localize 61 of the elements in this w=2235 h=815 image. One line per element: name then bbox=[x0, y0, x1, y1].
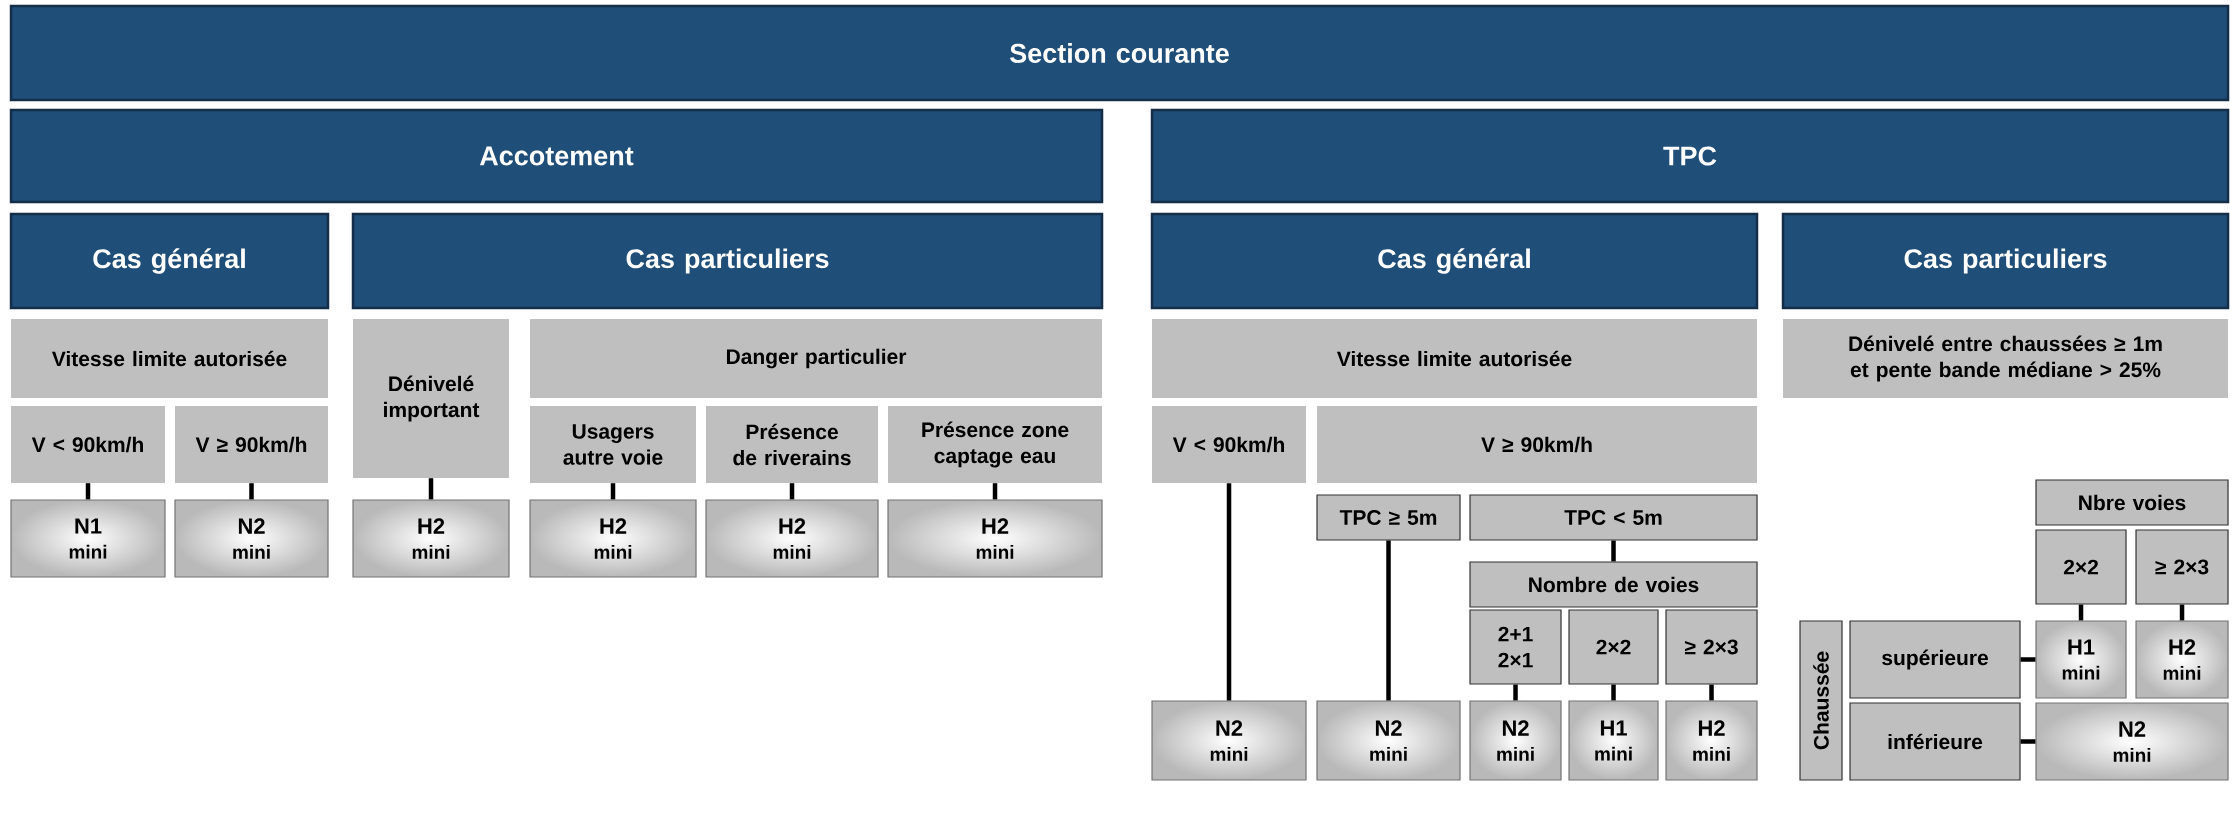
header-bar: Cas particuliers bbox=[1781, 212, 2230, 310]
connector-line bbox=[1611, 684, 1616, 701]
result-box: N2 mini bbox=[1151, 700, 1307, 781]
result-box: N1 mini bbox=[10, 499, 166, 578]
result-box: H2 mini bbox=[2135, 620, 2229, 699]
category-box: Danger particulier bbox=[530, 319, 1102, 398]
category-box: Usagers autre voie bbox=[530, 406, 696, 483]
connector-line bbox=[2020, 657, 2036, 662]
category-box: Nbre voies bbox=[2035, 479, 2229, 526]
connector-line bbox=[2078, 604, 2084, 621]
result-box: H1 mini bbox=[1568, 700, 1659, 781]
category-box: Présence zone captage eau bbox=[888, 406, 1102, 483]
category-box: TPC ≥ 5m bbox=[1316, 494, 1461, 541]
category-box: Vitesse limite autorisée bbox=[1152, 319, 1757, 398]
category-box: Vitesse limite autorisée bbox=[11, 319, 328, 398]
category-box: supérieure bbox=[1849, 620, 2021, 699]
header-bar: Section courante bbox=[9, 4, 2230, 102]
connector-line bbox=[85, 483, 91, 500]
header-bar: TPC bbox=[1150, 108, 2230, 204]
category-box: V ≥ 90km/h bbox=[1317, 406, 1757, 483]
category-box: Nombre de voies bbox=[1469, 561, 1758, 608]
result-box: N2 mini bbox=[174, 499, 329, 578]
category-box: TPC < 5m bbox=[1469, 494, 1758, 541]
category-box: ≥ 2×3 bbox=[2135, 529, 2229, 605]
result-box: H2 mini bbox=[352, 499, 510, 578]
category-box: Dénivelé important bbox=[353, 319, 509, 478]
result-box: N2 mini bbox=[1469, 700, 1562, 781]
result-box: N2 mini bbox=[1316, 700, 1461, 781]
connector-line bbox=[1386, 540, 1391, 701]
result-box: H2 mini bbox=[1665, 700, 1758, 781]
result-box: N2 mini bbox=[2035, 702, 2229, 781]
result-box: H2 mini bbox=[529, 499, 697, 578]
category-box: inférieure bbox=[1849, 702, 2021, 781]
connector-line bbox=[1513, 684, 1518, 701]
category-box: V ≥ 90km/h bbox=[175, 406, 328, 483]
connector-line bbox=[1611, 540, 1616, 562]
category-box: Dénivelé entre chaussées ≥ 1m et pente bande médiane > 25% bbox=[1783, 319, 2228, 398]
header-bar: Cas général bbox=[1150, 212, 1759, 310]
category-box: ≥ 2×3 bbox=[1665, 609, 1758, 685]
connector-line bbox=[1226, 483, 1232, 701]
header-bar: Accotement bbox=[9, 108, 1104, 204]
connector-line bbox=[1709, 684, 1714, 701]
connector-line bbox=[2020, 739, 2036, 744]
connector-line bbox=[789, 483, 795, 500]
category-box: 2×2 bbox=[2035, 529, 2127, 605]
connector-line bbox=[249, 483, 254, 500]
vertical-label-box: Chaussée bbox=[1799, 620, 1843, 781]
category-box: 2×2 bbox=[1568, 609, 1659, 685]
result-box: H2 mini bbox=[887, 499, 1103, 578]
category-box: V < 90km/h bbox=[11, 406, 165, 483]
category-box: Présence de riverains bbox=[706, 406, 878, 483]
category-box: 2+1 2×1 bbox=[1469, 609, 1562, 685]
header-bar: Cas général bbox=[9, 212, 330, 310]
connector-line bbox=[2179, 604, 2185, 621]
connector-line bbox=[428, 478, 434, 500]
result-box: H2 mini bbox=[705, 499, 879, 578]
connector-line bbox=[610, 483, 616, 500]
category-box: V < 90km/h bbox=[1152, 406, 1306, 483]
result-box: H1 mini bbox=[2035, 620, 2127, 699]
connector-line bbox=[992, 483, 998, 500]
header-bar: Cas particuliers bbox=[351, 212, 1104, 310]
